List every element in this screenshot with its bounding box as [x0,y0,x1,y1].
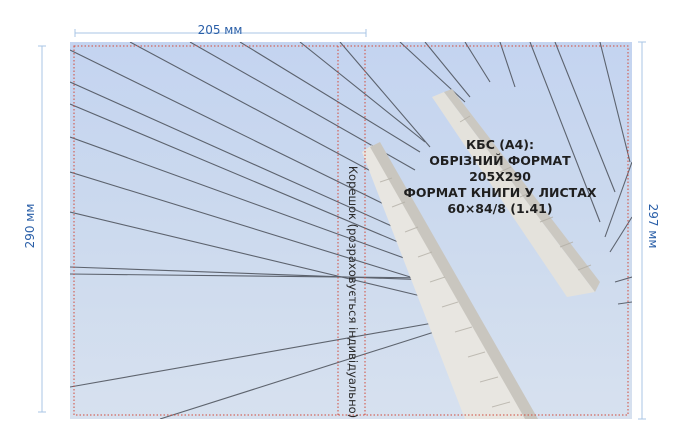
trim-height-dimension-label: 290 мм [23,203,37,249]
title-line-1: КБС (А4): [465,137,535,152]
cover-title: КБС (А4): ОБРІЗНИЙ ФОРМАТ 205Х290 ФОРМАТ… [380,137,620,217]
title-line-4: ФОРМАТ КНИГИ У ЛИСТАХ [403,185,597,200]
title-line-3: 205Х290 [469,169,531,184]
spine-label: Корешок (розраховується індивідуально) [346,165,360,419]
full-height-dimension-label: 297 мм [646,203,660,249]
title-line-2: ОБРІЗНИЙ ФОРМАТ [429,153,571,168]
title-line-5: 60×84/8 (1.41) [447,201,553,216]
bridge-photo [70,42,632,419]
width-dimension-label: 205 мм [197,23,243,37]
book-cover: Корешок (розраховується індивідуально) К… [70,42,632,419]
